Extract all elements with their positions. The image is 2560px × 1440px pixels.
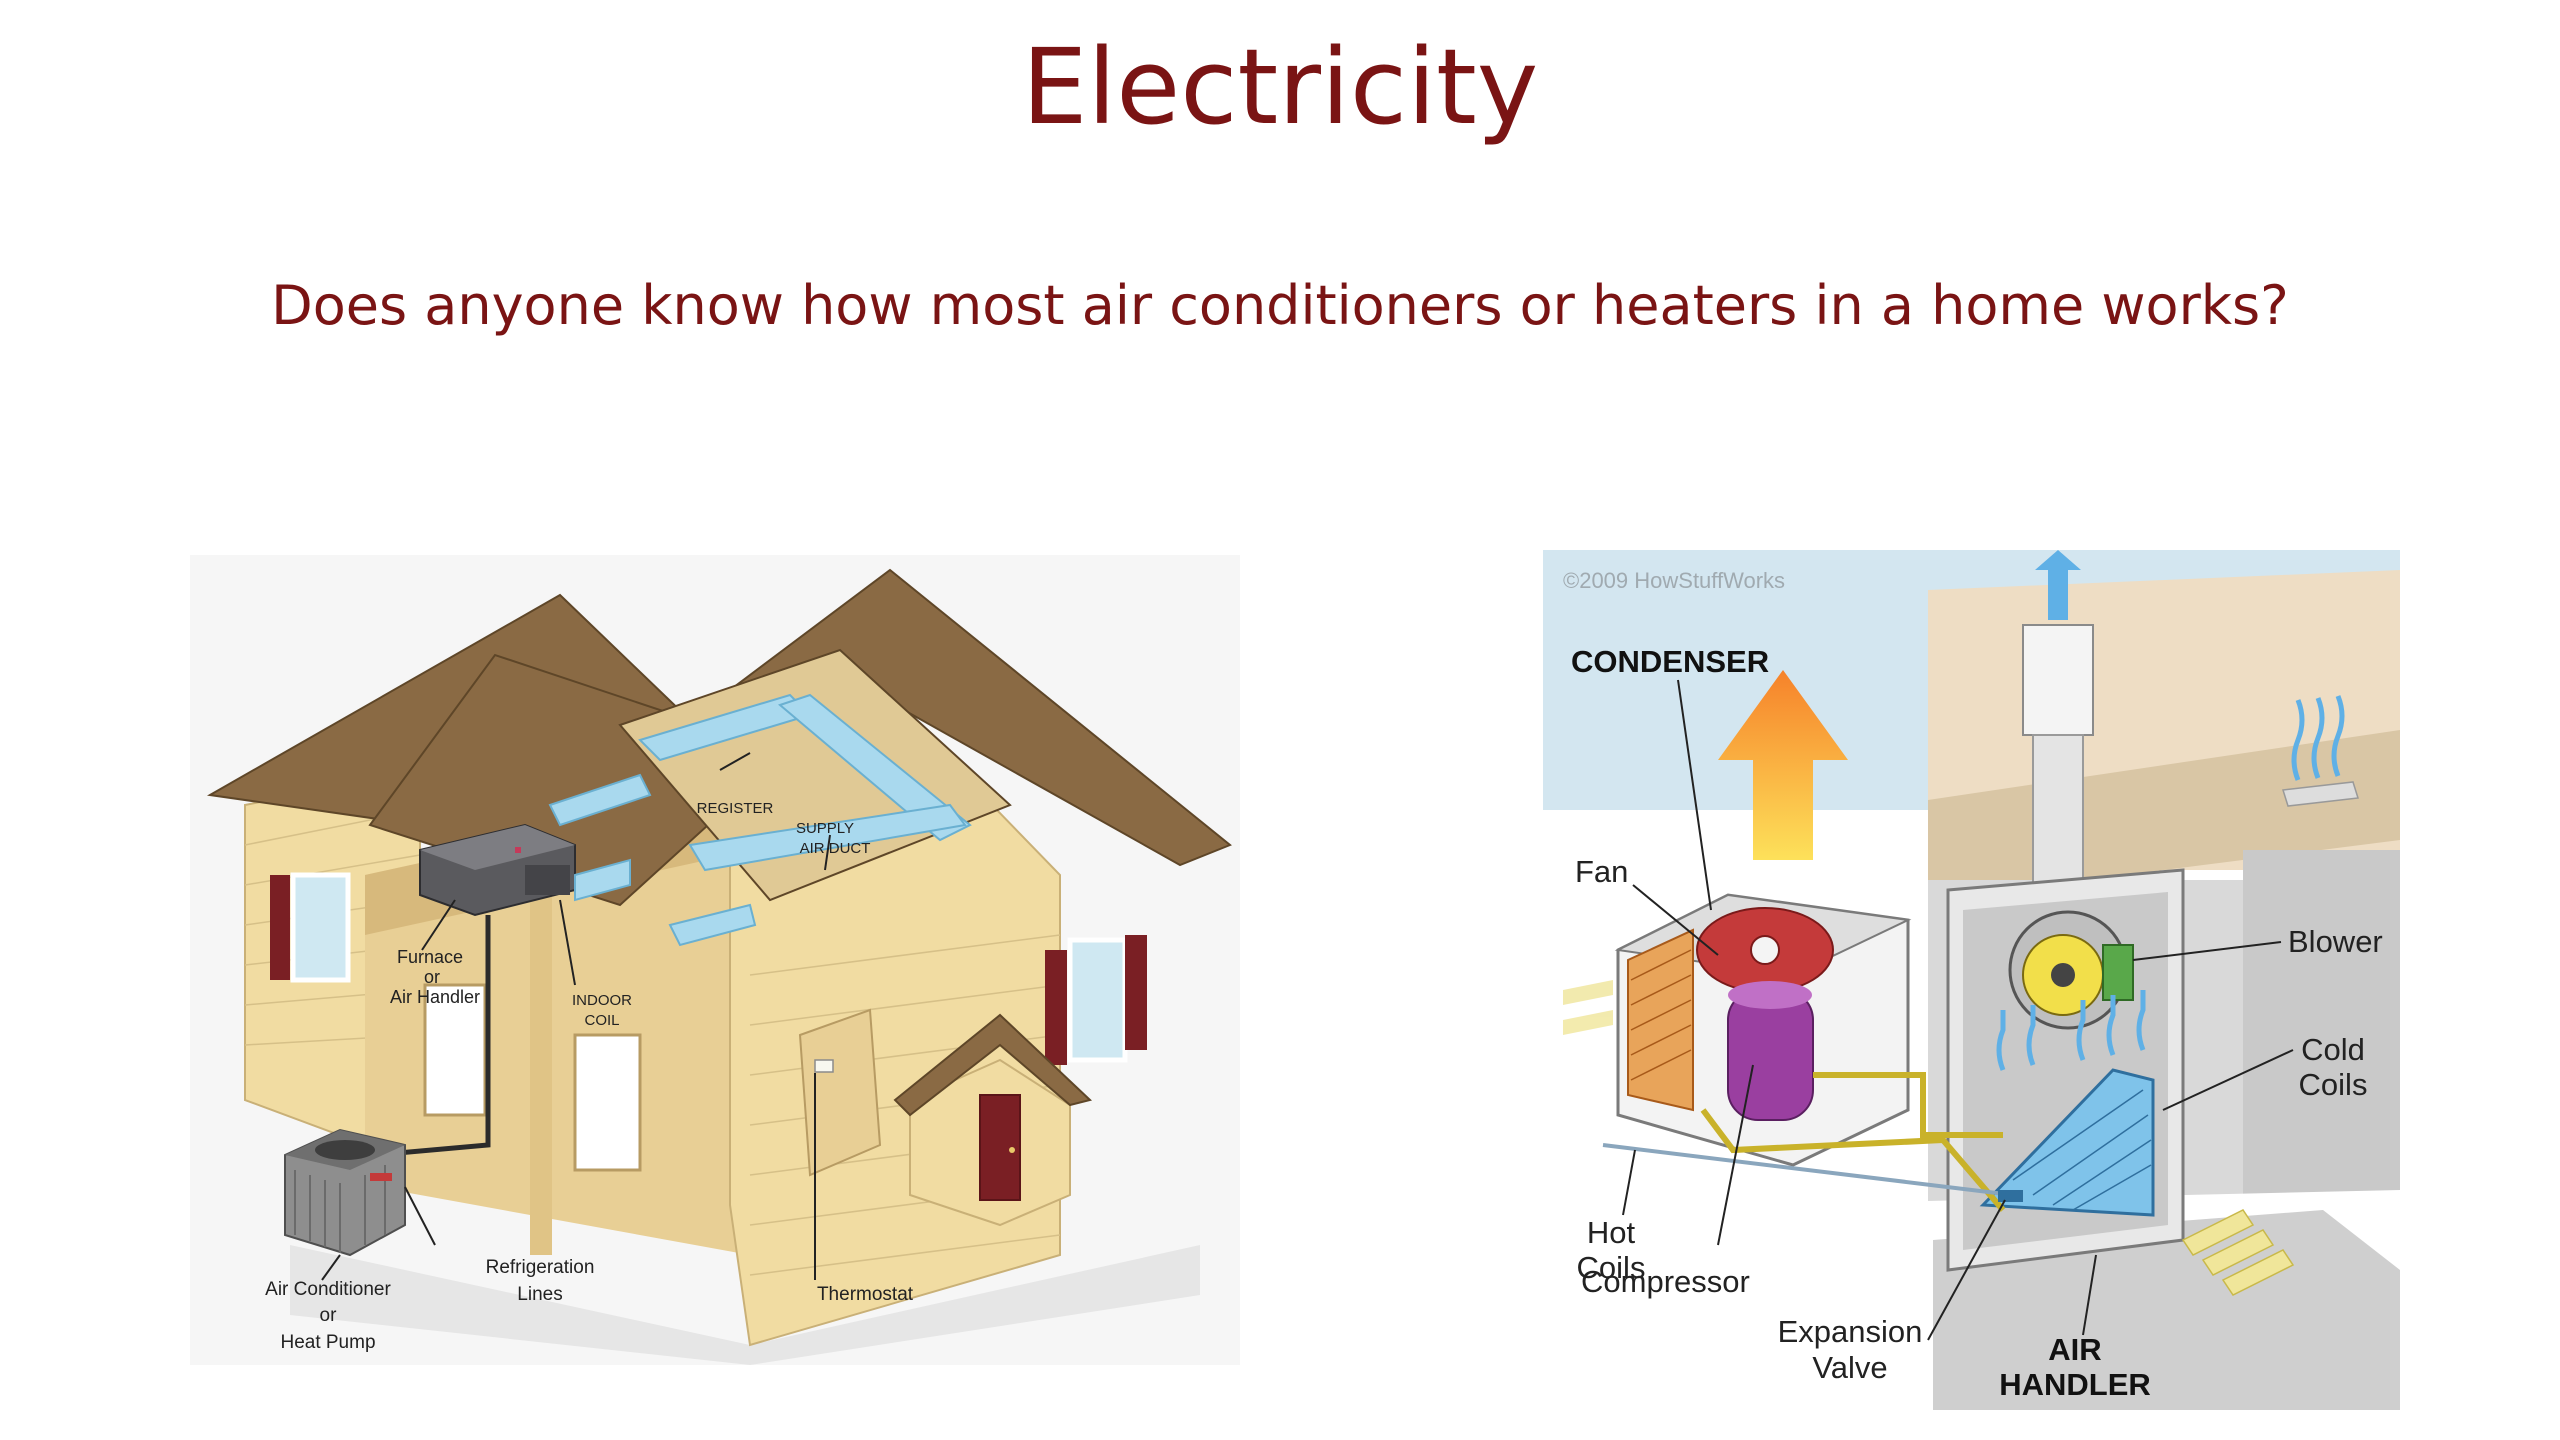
house-hvac-illustration: REGISTER SUPPLY AIR DUCT Furnace or Air … [190, 555, 1240, 1365]
air-handler-label-2: HANDLER [1999, 1367, 2151, 1402]
hot-coils-label-2: Coils [1577, 1250, 1646, 1285]
left-window [290, 872, 351, 983]
porch-roof [893, 1013, 1093, 1117]
expansion-valve [1998, 1190, 2023, 1202]
refrigeration-label-2: Lines [517, 1284, 562, 1305]
ac-label-3: Heat Pump [280, 1332, 375, 1353]
right-shutter-2 [1125, 935, 1147, 1050]
compressor [1727, 989, 1814, 1121]
right-window [1067, 937, 1128, 1063]
supply-duct-label-1: SUPPLY [796, 820, 854, 837]
refrigerant-lines [1700, 1072, 2006, 1212]
furnace-label-2: or [424, 967, 440, 987]
return-air-arrows [2181, 1209, 2295, 1296]
hot-air-arrow [1718, 670, 1848, 860]
supply-duct-5 [668, 903, 757, 947]
vent-chimney [2022, 624, 2094, 736]
fan-label: Fan [1575, 854, 1628, 889]
expansion-valve-label-1: Expansion [1778, 1314, 1923, 1349]
front-door [979, 1094, 1021, 1201]
thermostat-cutaway [798, 1008, 882, 1177]
vent-arrow-up [2035, 550, 2081, 620]
cold-coils-label-1: Cold [2301, 1032, 2365, 1067]
right-shutter [1045, 950, 1067, 1065]
hvac-system-diagram: ©2009 HowStuffWorks [1543, 550, 2400, 1410]
slide-question: Does anyone know how most air conditione… [271, 274, 2289, 337]
supply-duct-label-2: AIR DUCT [800, 840, 871, 857]
register-label: REGISTER [697, 800, 774, 817]
vent-pipe [2032, 734, 2084, 901]
ac-unit-logo [370, 1173, 392, 1181]
ac-label-2: or [320, 1305, 338, 1326]
liquid-line [1602, 1143, 2014, 1197]
furnace-label-3: Air Handler [390, 987, 480, 1007]
furnace-top [420, 825, 575, 870]
indoor-coil-box [525, 865, 570, 895]
thermostat [814, 1059, 834, 1073]
refrigeration-line [374, 915, 491, 1158]
ac-fan-grille [315, 1140, 375, 1160]
intake-air-arrows [1563, 980, 1613, 1035]
thermostat-label: Thermostat [817, 1284, 914, 1305]
supply-duct-4 [548, 773, 652, 827]
indoor-coil-label-2: COIL [584, 1012, 619, 1029]
blower-motor [2102, 944, 2134, 1001]
ac-label-1: Air Conditioner [265, 1279, 391, 1300]
air-handler-label-1: AIR [2048, 1332, 2101, 1367]
interior-window [423, 983, 487, 1117]
door-knob [1009, 1147, 1015, 1153]
copyright-text: ©2009 HowStuffWorks [1563, 568, 1785, 593]
furnace-label-1: Furnace [397, 947, 463, 967]
blower-label: Blower [2288, 924, 2383, 959]
supply-duct-2 [777, 693, 972, 842]
fan-hub [1750, 935, 1780, 965]
ground [290, 1245, 1200, 1365]
supply-duct-3 [688, 803, 967, 872]
interior-column [530, 855, 552, 1255]
indoor-coil-label-1: INDOOR [572, 992, 632, 1009]
furnace-duct [574, 858, 631, 902]
cold-coils-label-2: Coils [2299, 1067, 2368, 1102]
left-shutter [270, 875, 290, 980]
register-air-arrows [2291, 695, 2345, 781]
cold-air-arrows [1996, 990, 2146, 1071]
slide-title: Electricity [1021, 26, 1539, 148]
hot-coils [1627, 928, 1694, 1112]
ceiling-register [2282, 781, 2359, 807]
compressor-label: Compressor [1581, 1264, 1750, 1299]
hot-coils-label-1: Hot [1587, 1215, 1636, 1250]
condenser-label: CONDENSER [1571, 644, 1769, 679]
blower-hub [2051, 963, 2075, 987]
compressor-top [1728, 981, 1812, 1009]
expansion-valve-label-2: Valve [1812, 1350, 1887, 1385]
refrigeration-label-1: Refrigeration [486, 1257, 595, 1278]
furnace-light [515, 847, 521, 853]
interior-window-2 [573, 1033, 642, 1172]
